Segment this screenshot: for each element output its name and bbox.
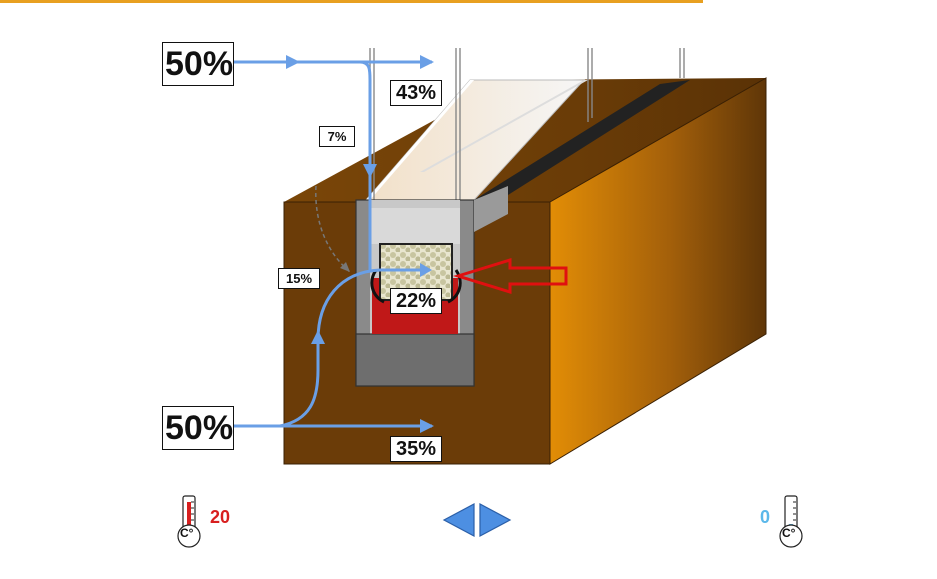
top-gasket <box>474 80 690 200</box>
top-rule <box>0 0 703 3</box>
label-outdoor-top-input: 50% <box>162 42 234 86</box>
label-frame-out: 35% <box>390 436 442 462</box>
prev-arrow-icon[interactable] <box>442 502 476 538</box>
label-transmitted: 43% <box>390 80 442 106</box>
label-spacer-flux: 22% <box>390 288 442 314</box>
outside-temp-unit: C° <box>782 526 796 540</box>
label-frame-flux: 15% <box>278 268 320 289</box>
thermometer-icon <box>177 495 201 548</box>
inside-temp-unit: C° <box>180 526 194 540</box>
outside-temp-value: 0 <box>760 507 771 527</box>
thermometer-icon <box>779 495 803 548</box>
glass-panes <box>364 79 588 201</box>
label-glass-edge: 7% <box>319 126 355 147</box>
next-arrow-icon[interactable] <box>478 502 512 538</box>
edge-dashed-arrowhead <box>340 262 350 272</box>
spacer-highlight-arrow <box>452 257 568 295</box>
heat-flow-arrows <box>234 60 432 428</box>
spacer-bar <box>370 243 462 304</box>
frame-side <box>549 77 767 465</box>
label-outdoor-bottom-input: 50% <box>162 406 234 450</box>
inside-temp-value: 20 <box>210 507 231 527</box>
heat-flow-arrowheads <box>286 55 434 433</box>
